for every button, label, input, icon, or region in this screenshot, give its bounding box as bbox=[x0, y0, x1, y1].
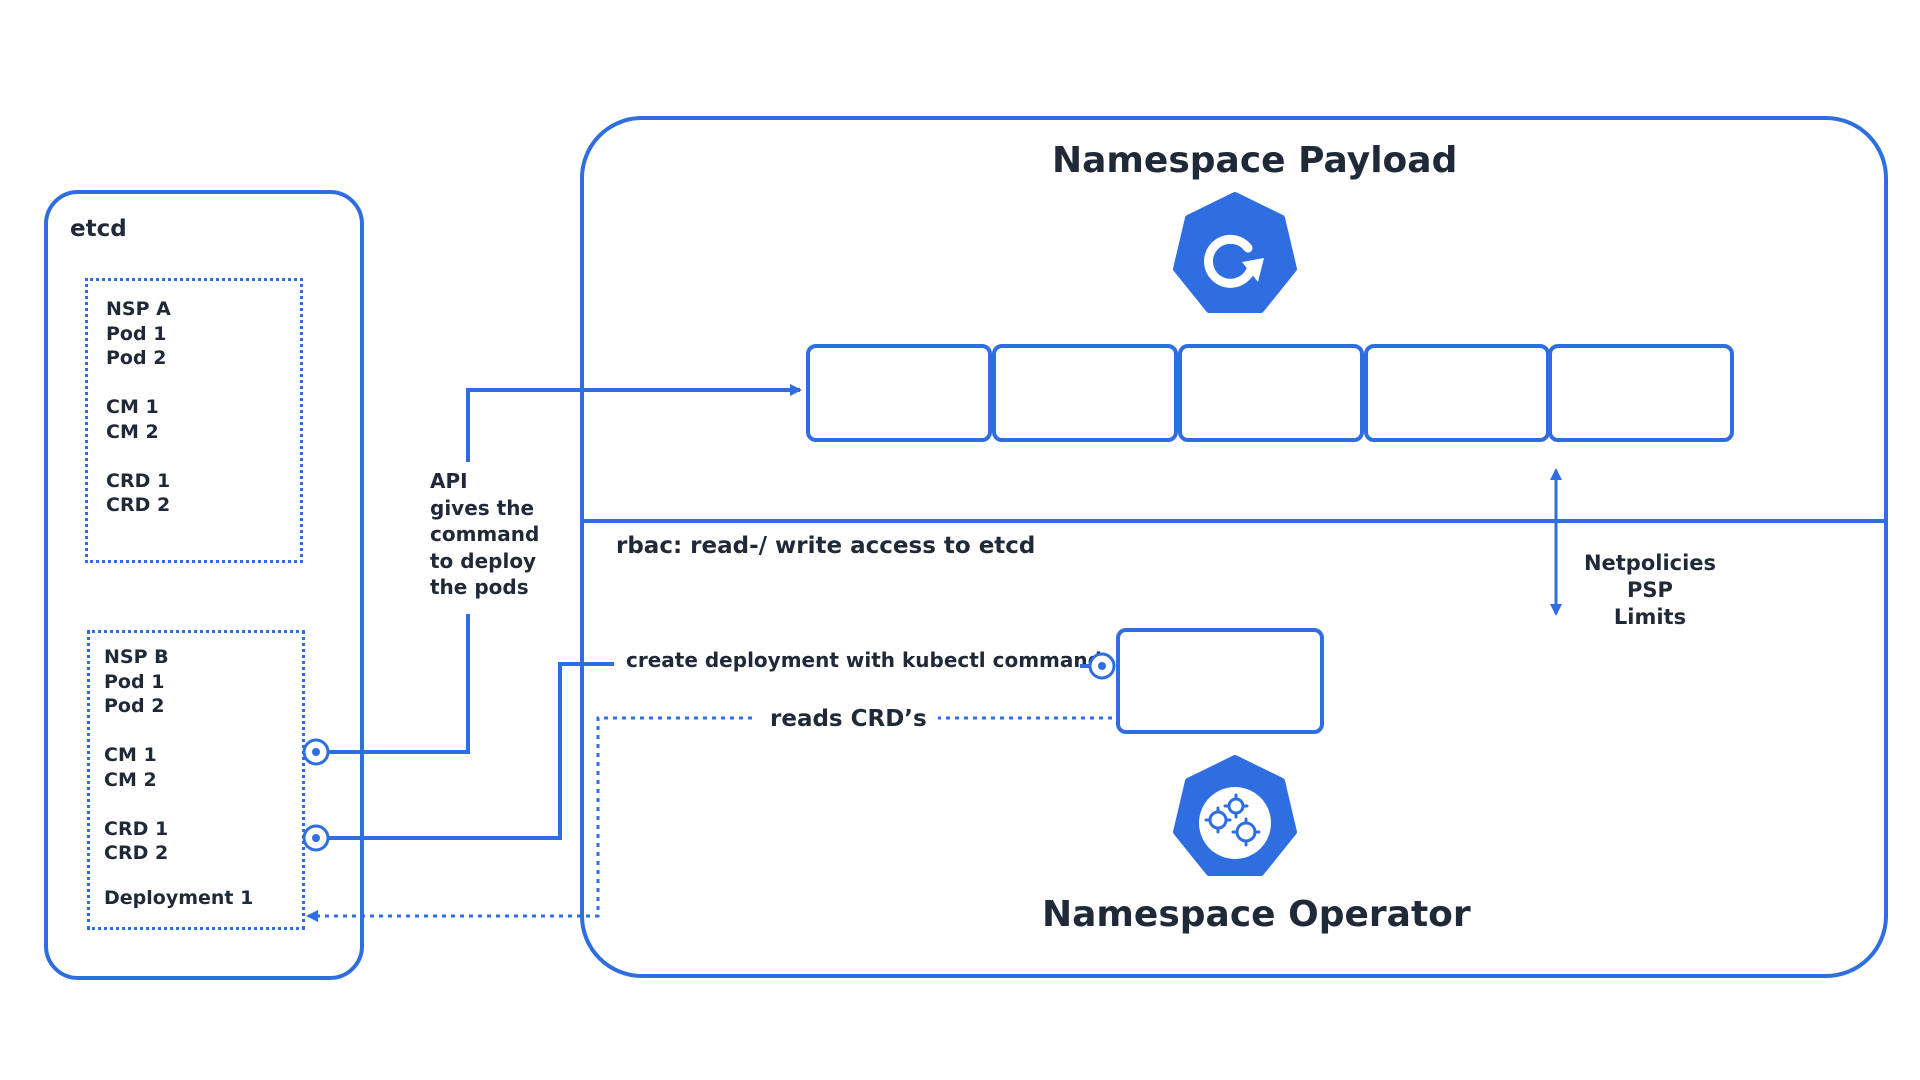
payload-slot bbox=[1548, 344, 1734, 442]
nsp-a-list: NSP A Pod 1 Pod 2 CM 1 CM 2 CRD 1 CRD 2 bbox=[106, 297, 171, 518]
nsp-b-list: NSP B Pod 1 Pod 2 CM 1 CM 2 CRD 1 CRD 2 … bbox=[104, 645, 253, 910]
nsp-b-crd-2: CRD 2 bbox=[104, 842, 169, 864]
api-note-line-5: the pods bbox=[430, 575, 529, 599]
reads-crds-label: reads CRD’s bbox=[770, 706, 927, 732]
nsp-a-group bbox=[85, 278, 303, 563]
policies-line-1: Netpolicies bbox=[1583, 551, 1717, 575]
reads-crds-line-left bbox=[306, 716, 752, 922]
payload-title: Namespace Payload bbox=[1052, 140, 1458, 181]
create-deployment-label: create deployment with kubectl command bbox=[626, 648, 1102, 672]
payload-slot bbox=[1178, 344, 1364, 442]
namespace-divider bbox=[582, 519, 1886, 523]
kubernetes-refresh-icon bbox=[1173, 192, 1297, 313]
etcd-label: etcd bbox=[70, 216, 127, 242]
api-note-line-2: gives the bbox=[430, 495, 535, 520]
api-note-line-3: command bbox=[430, 522, 540, 546]
payload-slot bbox=[1364, 344, 1550, 442]
api-note-line-1: API bbox=[430, 469, 468, 493]
policies-note: Netpolicies PSP Limits bbox=[1560, 550, 1740, 631]
nsp-a-cm-2: CM 2 bbox=[106, 420, 159, 443]
payload-slot bbox=[806, 344, 992, 442]
nsp-a-pod-1: Pod 1 bbox=[106, 322, 167, 345]
payload-slot bbox=[992, 344, 1178, 442]
nsp-b-pod-2: Pod 2 bbox=[104, 695, 165, 717]
api-note: API gives the command to deploy the pods bbox=[430, 468, 539, 601]
operator-title: Namespace Operator bbox=[1042, 894, 1471, 935]
nsp-b-pod-1: Pod 1 bbox=[104, 670, 165, 693]
nsp-a-crd-1: CRD 1 bbox=[106, 469, 171, 492]
nsp-b-deployment: Deployment 1 bbox=[104, 886, 254, 909]
api-deploy-arrow-top bbox=[466, 384, 802, 462]
policies-line-2: PSP bbox=[1627, 578, 1673, 602]
nsp-a-pod-2: Pod 2 bbox=[106, 347, 167, 369]
nsp-a-cm-1: CM 1 bbox=[106, 396, 159, 418]
rbac-label: rbac: read-/ write access to etcd bbox=[616, 533, 1036, 559]
namespace-container bbox=[580, 116, 1888, 978]
api-note-line-4: to deploy bbox=[430, 548, 537, 573]
nsp-b-name: NSP B bbox=[104, 646, 169, 668]
nsp-b-cm-2: CM 2 bbox=[104, 768, 157, 791]
nsp-b-group bbox=[87, 630, 305, 930]
kubernetes-gears-icon bbox=[1173, 755, 1297, 876]
api-deploy-arrow bbox=[316, 614, 470, 754]
nsp-b-crd-1: CRD 1 bbox=[104, 817, 169, 840]
policies-line-3: Limits bbox=[1613, 605, 1687, 629]
etcd-container bbox=[44, 190, 364, 980]
operator-box bbox=[1116, 628, 1324, 734]
nsp-a-name: NSP A bbox=[106, 298, 171, 320]
nsp-a-crd-2: CRD 2 bbox=[106, 494, 171, 516]
create-deployment-line-left bbox=[316, 662, 614, 840]
nsp-b-cm-1: CM 1 bbox=[104, 744, 157, 766]
